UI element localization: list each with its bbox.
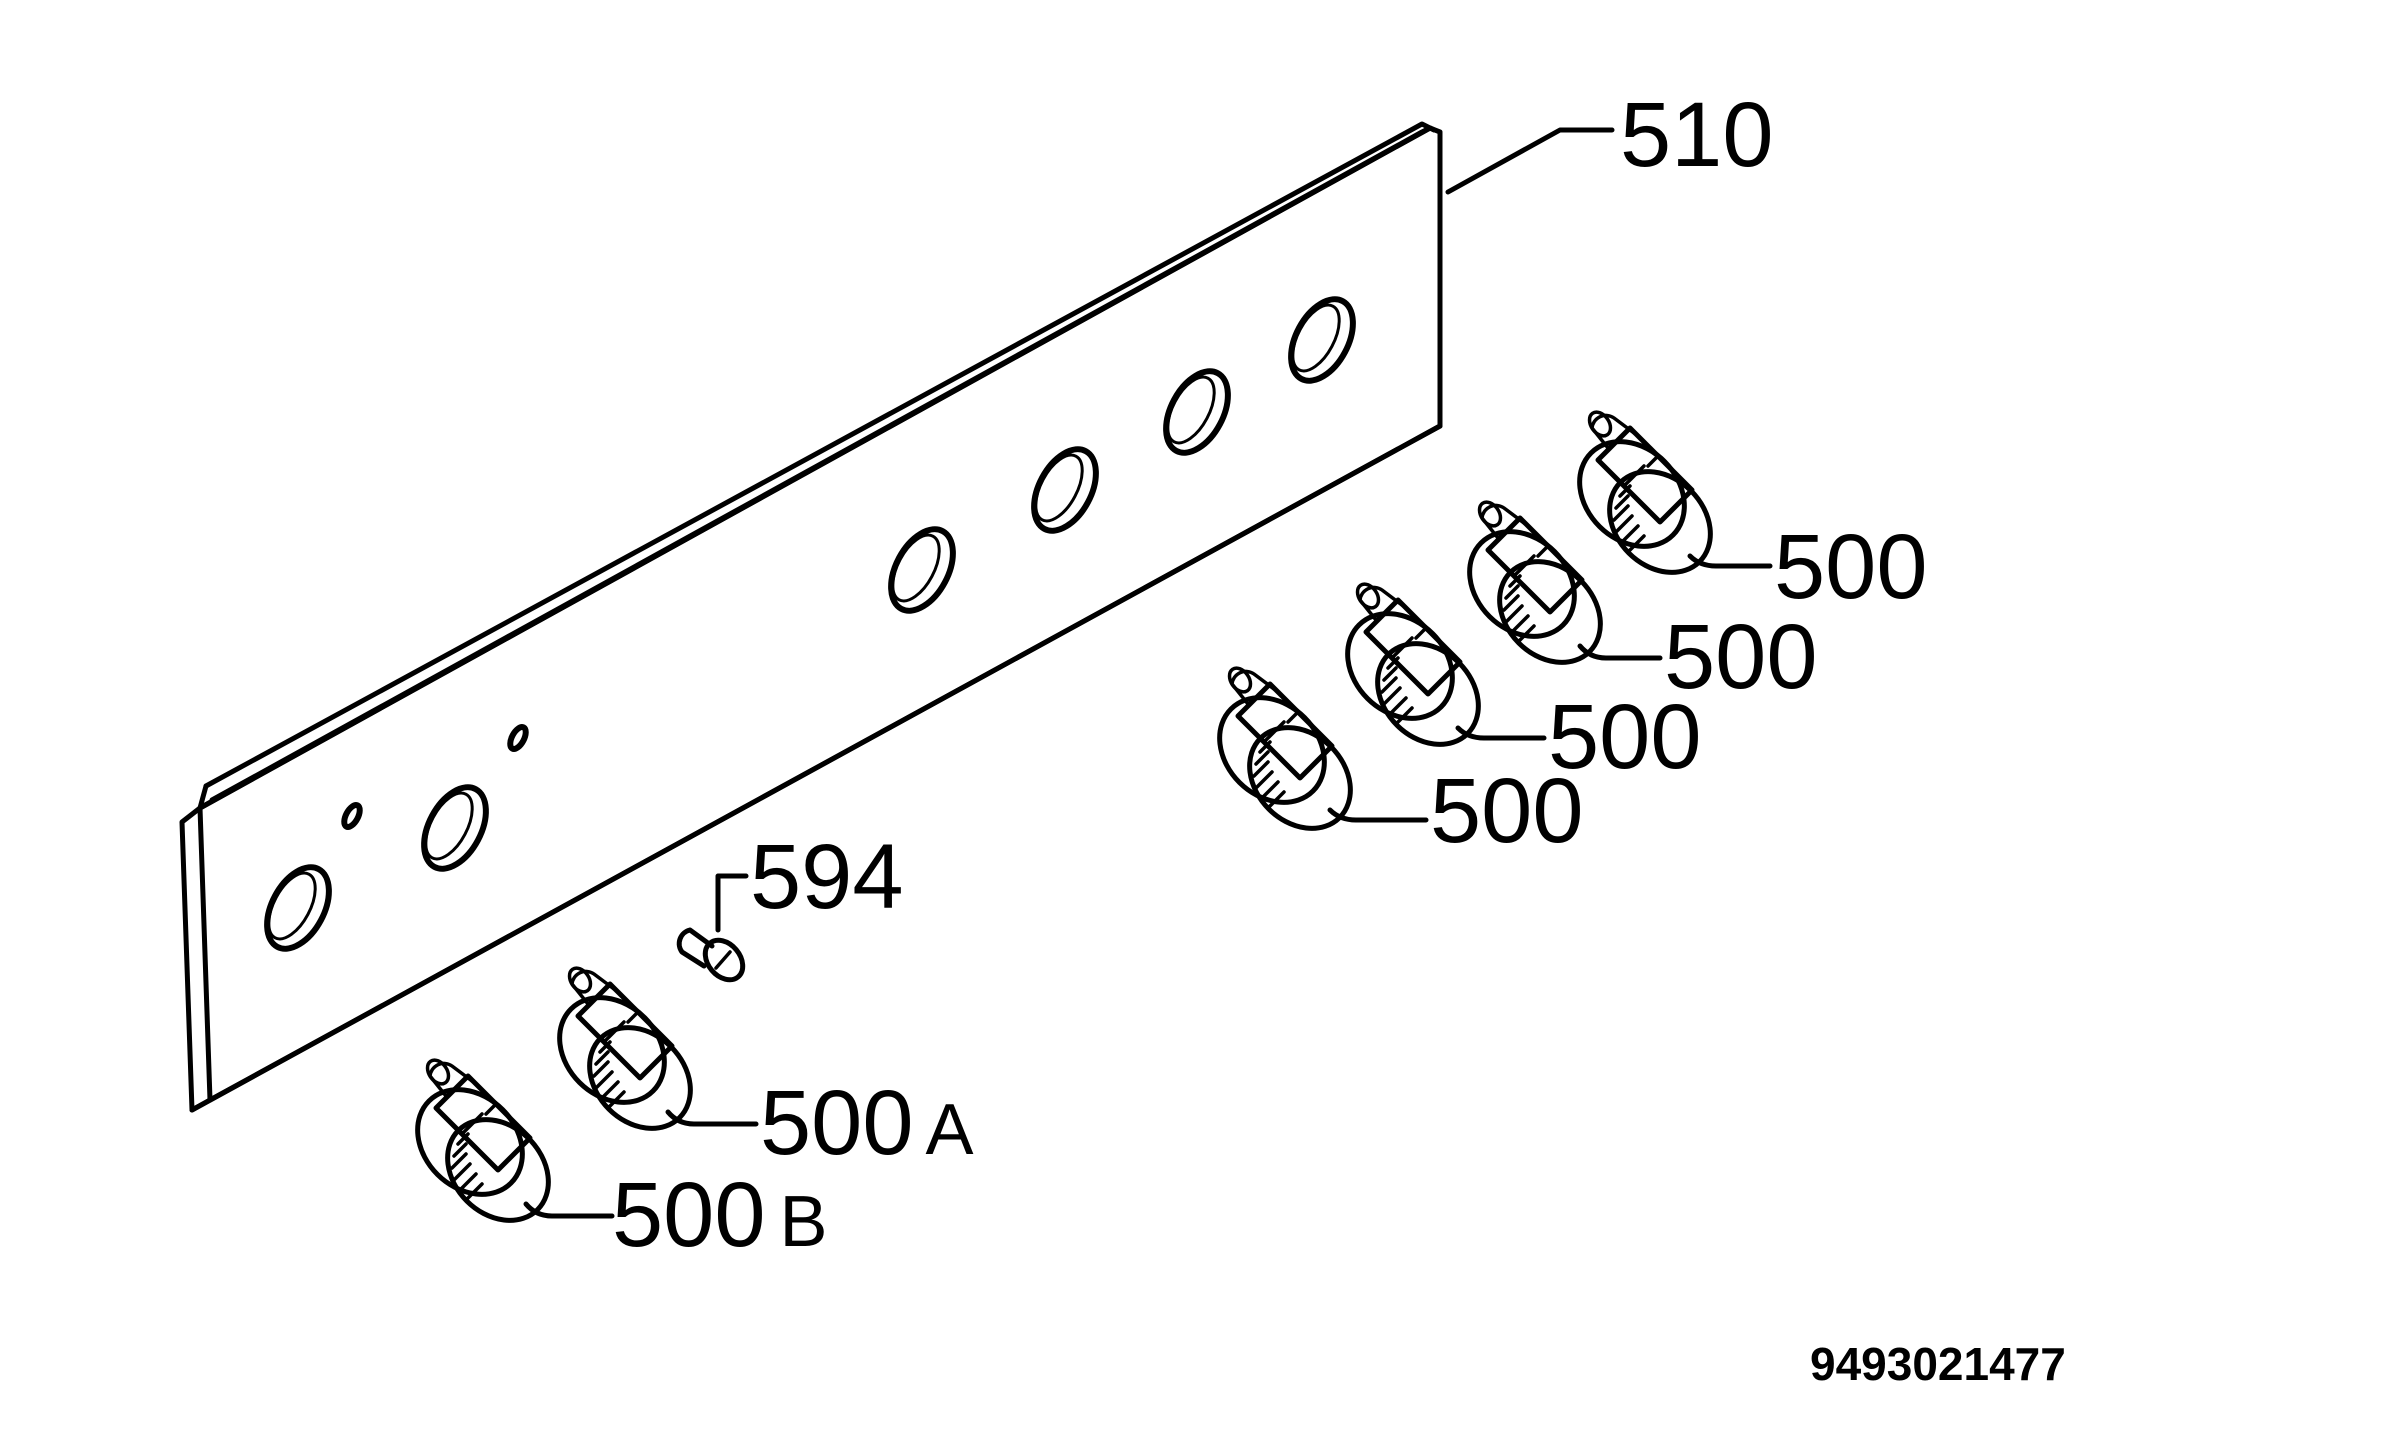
panel-hole xyxy=(1163,368,1231,456)
label-500: 500 xyxy=(1548,686,1702,788)
panel-hole xyxy=(421,784,489,872)
label-500: 500 xyxy=(1430,760,1584,862)
label-500: 500 xyxy=(1664,606,1818,708)
leader-line-500 xyxy=(1327,807,1429,823)
drawing-number: 9493021477 xyxy=(1810,1338,2066,1390)
indicator-hole xyxy=(507,724,529,752)
leader-line-510 xyxy=(1445,127,1615,195)
panel-hole xyxy=(264,864,332,952)
leader-line-500 xyxy=(1687,553,1773,569)
leader-line-594 xyxy=(715,873,749,933)
label-500: 500 xyxy=(1774,516,1928,618)
label-510: 510 xyxy=(1620,84,1774,186)
control-panel-510 xyxy=(179,121,1443,1113)
leader-line-500b xyxy=(523,1201,615,1219)
leader-line-500 xyxy=(1455,725,1547,741)
panel-hole xyxy=(888,526,956,614)
panel-hole xyxy=(1031,446,1099,534)
label-594: 594 xyxy=(750,826,904,928)
leader-line-500 xyxy=(1577,643,1663,661)
indicator-hole xyxy=(341,802,363,830)
leader-line-500a xyxy=(665,1109,759,1127)
panel-hole xyxy=(1288,296,1356,384)
screw-594 xyxy=(676,927,746,983)
